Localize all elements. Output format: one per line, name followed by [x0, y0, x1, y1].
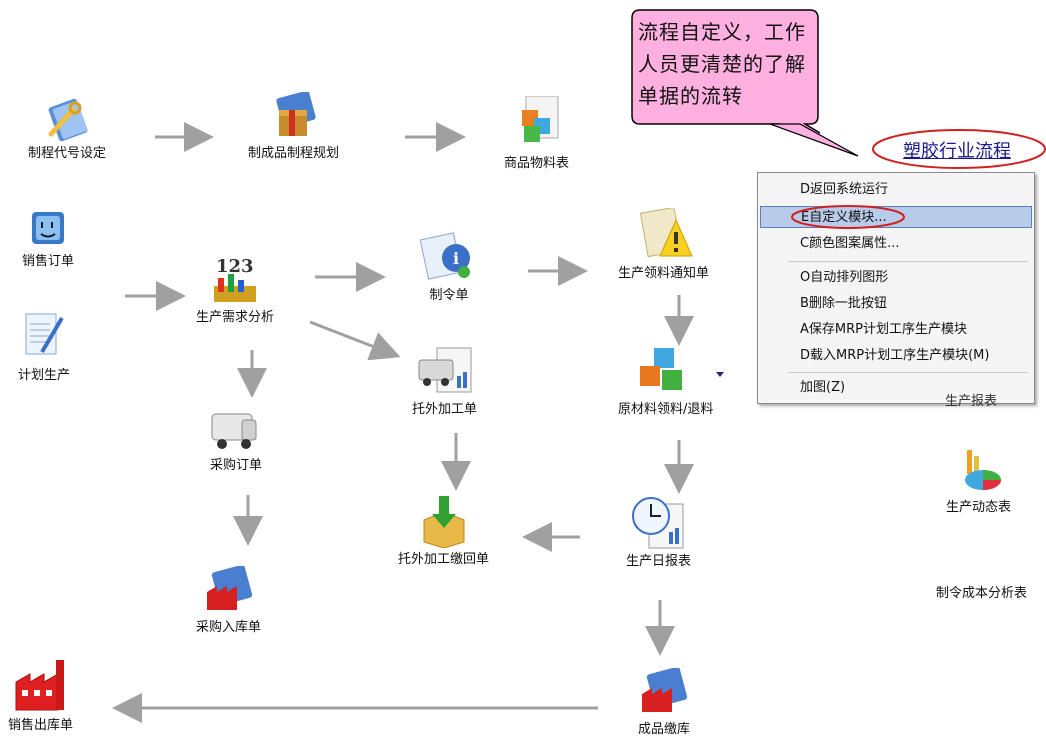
node-label: 原材料领料/退料: [618, 402, 714, 417]
node-work-order[interactable]: i 制令单: [420, 232, 478, 304]
node-plan-prod[interactable]: 计划生产: [18, 308, 70, 384]
svg-text:123: 123: [216, 256, 254, 277]
node-label: 商品物料表: [504, 156, 570, 171]
box-down-arrow-icon: [423, 496, 464, 548]
node-label: 制令成本分析表: [936, 586, 1028, 601]
factory-book-icon: [642, 668, 688, 712]
node-pick-notice[interactable]: 生产领料通知单: [618, 208, 709, 282]
node-dynamic[interactable]: 生产动态表: [946, 446, 1011, 516]
node-purchase[interactable]: 采购订单: [208, 408, 264, 474]
cubes-icon: [639, 348, 682, 390]
menu-separator: [788, 372, 1028, 373]
document-pen-icon: [25, 313, 64, 355]
node-process-plan[interactable]: 制成品制程规划: [248, 92, 339, 162]
node-label: 生产日报表: [626, 554, 692, 569]
node-sales-order[interactable]: 销售订单: [22, 208, 74, 270]
menu-item-custom-module[interactable]: E自定义模块...: [760, 206, 1032, 228]
node-material[interactable]: 原材料领料/退料: [618, 346, 713, 418]
arrow-mrp-to-outsource: [309, 320, 401, 361]
industry-flow-link[interactable]: 塑胶行业流程: [903, 141, 1011, 162]
node-label: 销售出库单: [8, 718, 74, 733]
factory-book-icon: [206, 566, 252, 610]
info-person-icon: i: [420, 232, 470, 280]
menu-item-color-props[interactable]: C颜色图案属性...: [800, 236, 900, 251]
warning-document-icon: [639, 208, 693, 258]
pie-chart-icon: [964, 450, 1001, 490]
menu-item-delete-buttons[interactable]: B删除一批按钮: [800, 296, 887, 311]
title-highlight-ellipse: [872, 129, 1046, 169]
node-label: 制程代号设定: [28, 146, 107, 161]
callout-pointer: [770, 123, 859, 157]
clock-table-icon: [631, 497, 683, 549]
node-bom[interactable]: 商品物料表: [504, 96, 569, 172]
menu-item-return[interactable]: D返回系统运行: [800, 182, 889, 197]
node-label: 托外加工缴回单: [398, 552, 490, 567]
menu-separator: [788, 261, 1028, 262]
node-label: 生产领料通知单: [618, 266, 710, 281]
node-mrp[interactable]: 123 生产需求分析: [196, 252, 274, 326]
node-label: 采购订单: [209, 458, 262, 473]
truck-icon: [211, 413, 257, 449]
node-label: 销售订单: [22, 254, 75, 269]
box-book-icon: [275, 92, 316, 136]
node-daily-report[interactable]: 生产日报表: [626, 494, 691, 570]
node-cost[interactable]: 制令成本分析表: [936, 586, 1027, 602]
context-menu: D返回系统运行 E自定义模块... C颜色图案属性... O自动排列图形 B删除…: [757, 172, 1035, 404]
node-label: 成品缴库: [637, 722, 690, 737]
truck-table-icon: [418, 347, 471, 393]
node-sales-out[interactable]: 销售出库单: [8, 656, 73, 734]
node-label: 采购入库单: [196, 620, 262, 635]
hidden-report-label: 生产报表: [945, 394, 998, 409]
cubes-document-icon: [521, 96, 558, 142]
finder-face-icon: [32, 212, 64, 244]
node-finished-in[interactable]: 成品缴库: [636, 668, 692, 738]
menu-item-save-mrp[interactable]: A保存MRP计划工序生产模块: [800, 322, 967, 337]
menu-item-add-image[interactable]: 加图(Z): [800, 380, 846, 395]
callout-bubble: [631, 9, 820, 142]
menu-item-load-mrp[interactable]: D载入MRP计划工序生产模块(M): [800, 348, 990, 363]
chart-123-icon: 123: [214, 256, 256, 302]
node-outsource-return[interactable]: 托外加工缴回单: [398, 494, 489, 568]
node-code-setup[interactable]: 制程代号设定: [28, 96, 106, 162]
svg-text:i: i: [453, 249, 459, 268]
factory-icon: [15, 660, 64, 711]
menu-highlight-ellipse: [791, 205, 905, 229]
node-outsource[interactable]: 托外加工单: [412, 346, 477, 418]
menu-item-auto-arrange[interactable]: O自动排列图形: [800, 270, 889, 285]
node-label: 制令单: [429, 288, 469, 303]
node-label: 制成品制程规划: [248, 146, 340, 161]
node-label: 托外加工单: [412, 402, 478, 417]
dropdown-caret-icon[interactable]: [716, 372, 724, 377]
node-label: 生产需求分析: [196, 310, 275, 325]
node-purchase-in[interactable]: 采购入库单: [196, 566, 261, 636]
callout-text: 流程自定义，工作人员更清楚的了解单据的流转: [638, 20, 806, 108]
wrench-book-icon: [48, 98, 88, 142]
node-label: 计划生产: [18, 368, 71, 383]
node-label: 生产动态表: [946, 500, 1012, 515]
